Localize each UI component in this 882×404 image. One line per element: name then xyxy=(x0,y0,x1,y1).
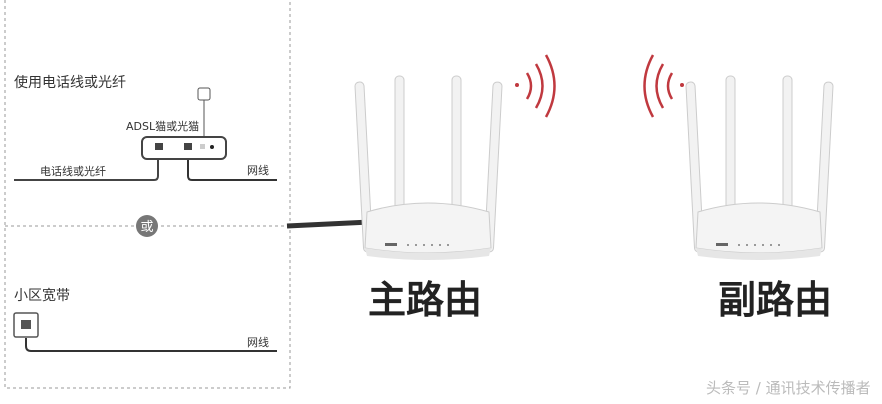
phone-line-label: 电话线或光纤 xyxy=(40,164,106,178)
or-badge: 或 xyxy=(136,215,158,237)
network-cable-1 xyxy=(187,160,277,181)
main-router-label: 主路由 xyxy=(368,278,482,322)
main-router-icon xyxy=(354,75,503,261)
cable-to-main-router xyxy=(286,219,371,229)
network-cable-label-2: 网线 xyxy=(247,335,269,349)
connection-options-panel: 使用电话线或光纤 ADSL猫或光猫 电话线或光纤 网线 或 小区宽带 网线 xyxy=(4,0,291,389)
watermark: 头条号 / 通讯技术传播者 xyxy=(706,379,871,397)
network-cable-label-1: 网线 xyxy=(247,163,269,177)
option1-title: 使用电话线或光纤 xyxy=(14,74,126,91)
wifi-signal-out-icon xyxy=(515,54,556,118)
modem-label: ADSL猫或光猫 xyxy=(126,119,199,133)
wifi-signal-in-icon xyxy=(643,54,684,118)
modem-icon xyxy=(141,87,227,160)
secondary-router-icon xyxy=(685,75,834,261)
network-cable-2 xyxy=(25,338,277,352)
wall-socket-icon xyxy=(13,312,39,338)
svg-text:或: 或 xyxy=(140,220,153,235)
phone-line-cable xyxy=(14,160,159,181)
secondary-router-label: 副路由 xyxy=(718,278,832,322)
option2-title: 小区宽带 xyxy=(14,287,70,304)
